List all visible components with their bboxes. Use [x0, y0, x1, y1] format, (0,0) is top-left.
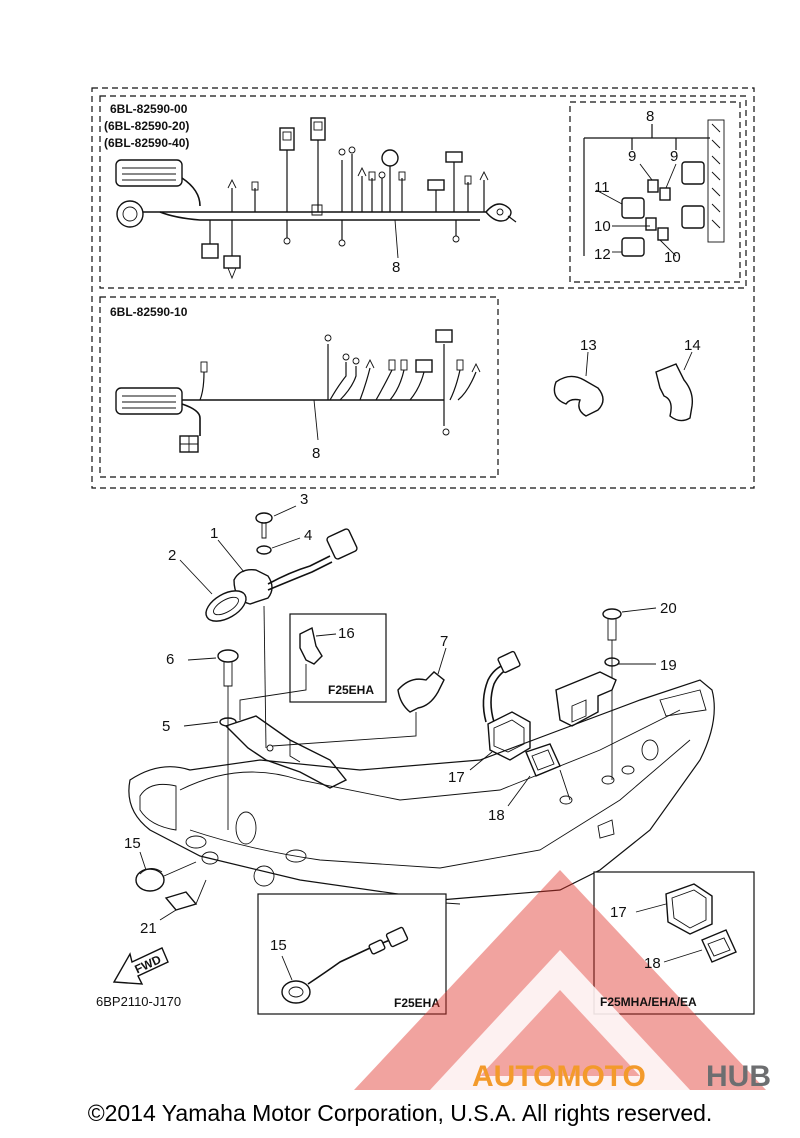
wire-harness-bottom: [115, 329, 481, 453]
part-label-15b: 15: [270, 937, 287, 954]
part-label-9b: 9: [670, 148, 678, 165]
fwd-arrow-icon: FWD: [112, 947, 169, 985]
seal-18b: [663, 929, 737, 963]
bracket-19: [555, 663, 656, 727]
part-label-8a: 8: [392, 259, 400, 276]
part-label-13: 13: [580, 337, 597, 354]
part-label-6: 6: [166, 651, 174, 668]
part-label-5: 5: [162, 718, 170, 735]
part-label-11: 11: [594, 179, 610, 196]
part-label-10a: 10: [594, 218, 611, 235]
part-label-8b: 8: [646, 108, 654, 125]
sensor-15: [281, 926, 409, 1004]
part-label-2: 2: [168, 547, 176, 564]
harness-code-1: 6BL-82590-00: [110, 102, 188, 116]
part-label-18b: 18: [644, 955, 661, 972]
part-label-7: 7: [440, 633, 448, 650]
part-label-17a: 17: [448, 769, 465, 786]
clamp-13: [553, 351, 604, 417]
bolt-20: [602, 607, 657, 780]
switch-17b: [635, 883, 713, 935]
part-label-15a: 15: [124, 835, 141, 852]
variant-label-f25eha-1: F25EHA: [328, 683, 374, 697]
plug-15: [135, 851, 197, 892]
copyright-notice: ©2014 Yamaha Motor Corporation, U.S.A. A…: [87, 1100, 713, 1126]
watermark-brand-2: HUB: [706, 1060, 771, 1093]
part-label-3: 3: [300, 491, 308, 508]
part-label-9a: 9: [628, 148, 636, 165]
connector-detail-box: [569, 101, 741, 283]
part-label-17b: 17: [610, 904, 627, 921]
grommet-1: [217, 528, 358, 605]
part-label-1: 1: [210, 525, 218, 542]
harness-code-3: (6BL-82590-40): [104, 136, 189, 150]
harness-bottom-box: [99, 296, 499, 478]
harness-group-outline: [91, 87, 755, 489]
part-label-4: 4: [304, 527, 312, 544]
bottom-cowling: [128, 679, 715, 905]
part-label-18a: 18: [488, 807, 505, 824]
part-label-16: 16: [338, 625, 355, 642]
wire-harness-top: [115, 117, 517, 280]
figure-code: 6BP2110-J170: [96, 994, 181, 1009]
harness-top-box: [99, 95, 747, 289]
watermark-brand-1: AUTOMOTO: [472, 1060, 646, 1093]
fwd-label: FWD: [133, 952, 164, 976]
part-label-10b: 10: [664, 249, 681, 266]
assembly-leader-1: [263, 605, 267, 749]
part-label-21: 21: [140, 920, 157, 937]
part-label-12: 12: [594, 246, 611, 263]
switch-17: [469, 650, 531, 771]
variant-label-multi: F25MHA/EHA/EA: [600, 995, 697, 1009]
clamp-14: [655, 351, 694, 422]
harness-code-4: 6BL-82590-10: [110, 305, 188, 319]
clip-16: [299, 626, 337, 665]
part-label-8c: 8: [312, 445, 320, 462]
leader-16: [239, 664, 307, 720]
seal-2: [179, 559, 247, 622]
part-label-19: 19: [660, 657, 677, 674]
bolt-6: [187, 649, 239, 687]
electrical-parts-diagram: 6BL-82590-00 (6BL-82590-20) (6BL-82590-4…: [91, 87, 771, 1093]
bracket-plate: [224, 715, 348, 789]
washer-4: [256, 537, 301, 555]
variant-label-f25eha-2: F25EHA: [394, 996, 440, 1010]
automotohub-watermark-logo: AUTOMOTO HUB: [354, 870, 771, 1093]
connector-detail: [583, 119, 725, 257]
part-label-20: 20: [660, 600, 677, 617]
clamp-7: [271, 647, 447, 747]
label-21: [159, 879, 207, 921]
part-label-14: 14: [684, 337, 701, 354]
harness-code-2: (6BL-82590-20): [104, 119, 189, 133]
screw-3: [255, 505, 297, 539]
